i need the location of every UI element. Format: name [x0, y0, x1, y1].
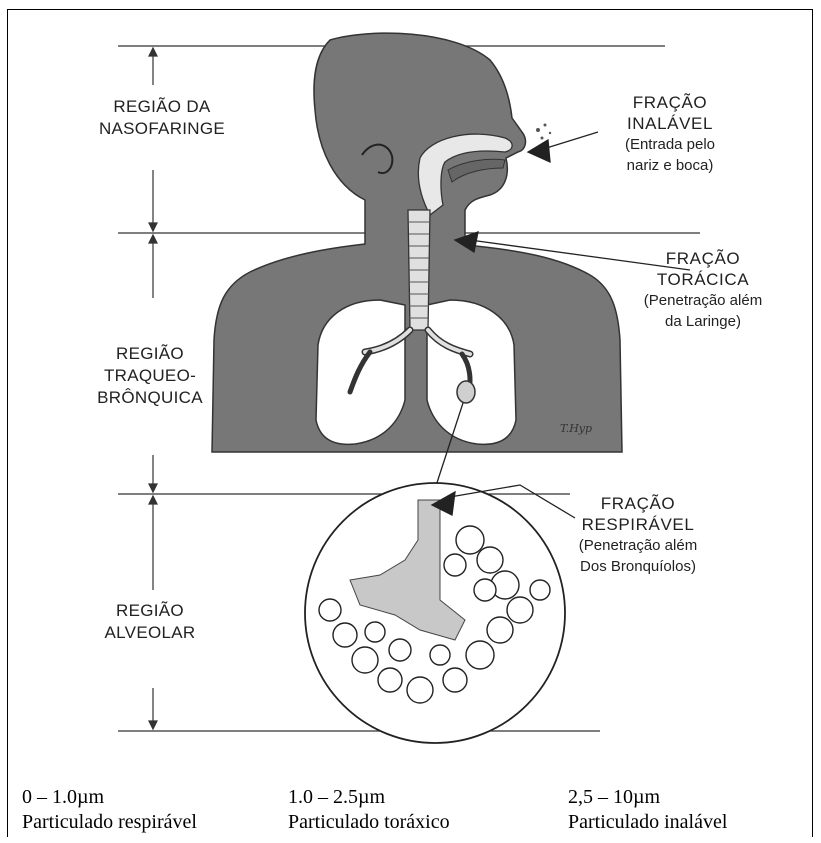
artist-signature: T.Hyp	[560, 422, 592, 435]
region-nasopharynx-label: REGIÃO DA NASOFARINGE	[82, 96, 242, 140]
size-range-value: 0 – 1.0µm	[22, 785, 197, 810]
size-range-value: 1.0 – 2.5µm	[288, 785, 450, 810]
fraction-respirable-label: FRAÇÃO RESPIRÁVEL (Penetração além Dos B…	[558, 493, 718, 577]
region-alveolar-label: REGIÃO ALVEOLAR	[85, 600, 215, 644]
size-range-label: Particulado toráxico	[288, 810, 450, 835]
size-range-label: Particulado inalável	[568, 810, 727, 835]
bronchiole-magnified-spot	[457, 381, 475, 403]
size-range-label: Particulado respirável	[22, 810, 197, 835]
size-range-value: 2,5 – 10µm	[568, 785, 727, 810]
particle-marks	[536, 124, 551, 140]
size-range-inhalable: 2,5 – 10µm Particulado inalável	[568, 785, 727, 835]
alveolar-circle	[305, 483, 565, 743]
size-range-thoracic: 1.0 – 2.5µm Particulado toráxico	[288, 785, 450, 835]
region-tracheobronchial-label: REGIÃO TRAQUEO- BRÔNQUICA	[80, 343, 220, 409]
size-range-respirable: 0 – 1.0µm Particulado respirável	[22, 785, 197, 835]
fraction-inhalable-label: FRAÇÃO INALÁVEL (Entrada pelo nariz e bo…	[595, 92, 745, 176]
inhalable-arrowhead	[528, 140, 550, 162]
fraction-thoracic-label: FRAÇÃO TORÁCICA (Penetração além da Lari…	[628, 248, 778, 332]
